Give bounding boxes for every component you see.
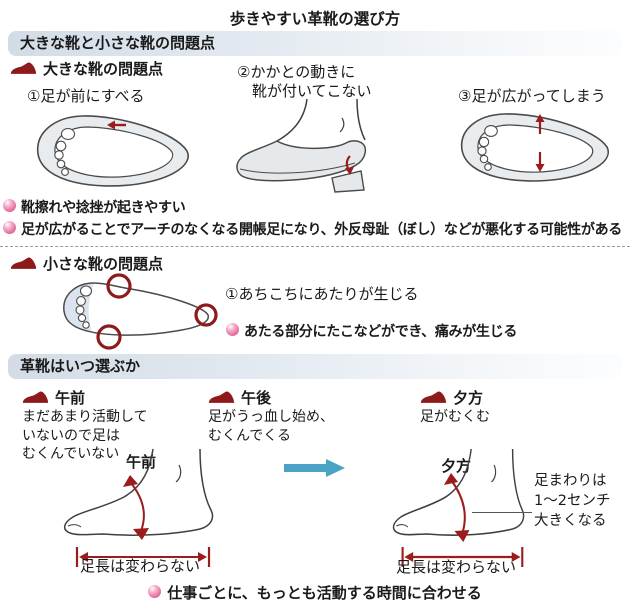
section-header-timing: 革靴はいつ選ぶか xyxy=(8,354,622,379)
girth-arrow-icon xyxy=(123,475,149,540)
foot-slip-illustration xyxy=(36,115,189,187)
pressure-circle-heel xyxy=(194,303,218,327)
widen-down-arrow-icon xyxy=(535,152,545,172)
shoe-icon xyxy=(10,256,37,271)
note-splayfoot: 足が広がることでアーチのなくなる開帳足になり、外反母趾（ぼし）などが悪化する可能… xyxy=(3,219,622,239)
small-shoes-heading: 小さな靴の問題点 xyxy=(10,253,163,274)
time-column-afternoon: 午後 足がうっ血し始め、 むくんでくる xyxy=(208,387,334,445)
page-title: 歩きやすい革靴の選び方 xyxy=(229,10,401,28)
right-arrow-icon xyxy=(284,459,345,477)
time-column-morning: 午前 まだあまり活動して いないので足は むくんでいない xyxy=(22,387,148,464)
shoe-icon xyxy=(22,390,49,405)
shoe-icon xyxy=(10,61,37,76)
problem-slip-label: ①足が前にすべる xyxy=(27,87,145,105)
widen-up-arrow-icon xyxy=(535,114,545,134)
shoe-icon xyxy=(208,390,235,405)
pressure-points-illustration xyxy=(63,273,218,350)
note-callus: あたる部分にたこなどができ、痛みが生じる xyxy=(226,321,517,341)
slip-arrow-icon xyxy=(107,120,126,130)
time-label-evening: 夕方 xyxy=(453,389,484,407)
heel-slip-arrow-icon xyxy=(345,155,354,175)
length-measure-icon xyxy=(401,547,524,567)
pink-ball-icon xyxy=(226,323,239,336)
time-label-afternoon: 午後 xyxy=(241,389,272,407)
length-note-evening: 足長は変わらない xyxy=(396,558,517,576)
big-shoes-title: 大きな靴の問題点 xyxy=(43,60,164,78)
girth-pointer-line xyxy=(472,512,532,513)
problem-contact-label: ①あちこちにあたりが生じる xyxy=(225,285,419,303)
length-measure-icon xyxy=(75,547,211,567)
diagram-label-evening: 夕方 xyxy=(441,457,472,475)
note-callus-text: あたる部分にたこなどができ、痛みが生じる xyxy=(244,324,518,340)
heel-gap-illustration xyxy=(236,99,367,193)
length-note-morning: 足長は変わらない xyxy=(80,557,201,575)
conclusion-note: 仕事ごとに、もっとも活動する時間に合わせる xyxy=(0,582,630,603)
conclusion-text: 仕事ごとに、もっとも活動する時間に合わせる xyxy=(167,584,482,602)
section-header-problems: 大きな靴と小さな靴の問題点 xyxy=(8,31,622,56)
girth-arrow-icon xyxy=(443,473,470,542)
pressure-circle-top xyxy=(106,273,132,299)
girth-note: 足まわりは 1～2センチ 大きくなる xyxy=(534,473,611,529)
problem-widen-label: ③足が広がってしまう xyxy=(458,87,606,105)
morning-foot-illustration xyxy=(64,448,214,567)
evening-foot-illustration xyxy=(392,448,525,567)
note-splayfoot-text: 足が広がることでアーチのなくなる開帳足になり、外反母趾（ぼし）などが悪化する可能… xyxy=(21,222,622,238)
time-desc-morning: まだあまり活動して いないので足は むくんでいない xyxy=(22,409,148,462)
big-shoes-heading: 大きな靴の問題点 xyxy=(10,58,163,79)
note-blister-text: 靴擦れや捻挫が起きやすい xyxy=(21,200,186,216)
problem-heel-label: ②かかとの動きに 靴が付いてこない xyxy=(237,63,372,100)
dashed-divider xyxy=(0,246,630,247)
pressure-circle-bottom xyxy=(96,324,122,350)
pink-ball-icon xyxy=(148,585,162,598)
time-column-evening: 夕方 足がむくむ xyxy=(420,387,490,427)
pink-ball-icon xyxy=(3,221,16,234)
shoe-icon xyxy=(420,390,447,405)
time-desc-evening: 足がむくむ xyxy=(420,409,490,425)
time-desc-afternoon: 足がうっ血し始め、 むくんでくる xyxy=(208,409,334,444)
small-shoes-title: 小さな靴の問題点 xyxy=(43,255,164,273)
pink-ball-icon xyxy=(3,199,16,212)
time-label-morning: 午前 xyxy=(55,389,86,407)
note-blister: 靴擦れや捻挫が起きやすい xyxy=(3,197,186,217)
foot-widen-illustration xyxy=(460,113,609,182)
